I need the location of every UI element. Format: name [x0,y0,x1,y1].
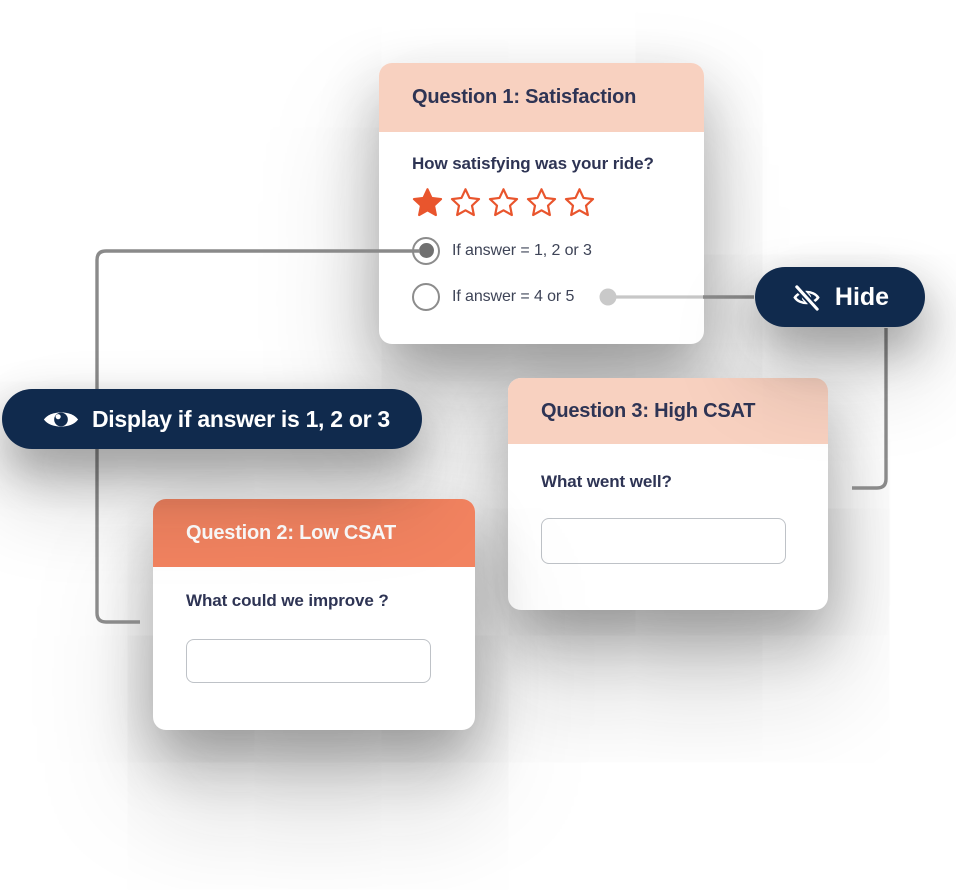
eye-icon [43,411,79,427]
radio-option-low[interactable]: If answer = 1, 2 or 3 [412,236,674,265]
question-1-title: Question 1: Satisfaction [412,86,637,108]
question-1-text: How satisfying was your ride? [412,154,654,173]
question-1-body: How satisfying was your ride? If answer … [379,132,704,311]
star-rating[interactable] [412,188,674,219]
question-3-card: Question 3: High CSAT What went well? [508,378,828,610]
radio-unselected-icon[interactable] [412,282,440,311]
hide-badge-label: Hide [834,282,890,311]
question-2-answer-input[interactable] [186,639,431,683]
radio-option-high[interactable]: If answer = 4 or 5 [412,282,674,311]
question-3-title: Question 3: High CSAT [541,399,756,422]
star-icon[interactable] [564,188,595,219]
question-3-body: What went well? [508,444,828,564]
radio-option-low-label: If answer = 1, 2 or 3 [452,241,592,259]
star-icon[interactable] [526,188,557,219]
connector-hide-down-path [852,328,888,490]
star-icon[interactable] [412,188,443,219]
question-2-title: Question 2: Low CSAT [186,521,397,544]
question-3-header: Question 3: High CSAT [508,378,828,444]
question-1-header: Question 1: Satisfaction [379,63,704,132]
hide-badge[interactable]: Hide [755,267,925,327]
radio-option-high-label: If answer = 4 or 5 [452,287,575,305]
question-2-header: Question 2: Low CSAT [153,499,475,567]
question-2-text: What could we improve ? [186,591,389,610]
question-3-text: What went well? [541,472,672,491]
question-3-answer-input[interactable] [541,518,786,564]
question-2-body: What could we improve ? [153,567,475,683]
eye-off-icon [793,284,820,311]
display-condition-badge[interactable]: Display if answer is 1, 2 or 3 [2,389,422,449]
star-icon[interactable] [488,188,519,219]
radio-selected-icon[interactable] [412,236,440,265]
display-badge-label: Display if answer is 1, 2 or 3 [92,405,390,432]
star-icon[interactable] [450,188,481,219]
question-2-card: Question 2: Low CSAT What could we impro… [153,499,475,730]
question-1-card: Question 1: Satisfaction How satisfying … [379,63,704,344]
